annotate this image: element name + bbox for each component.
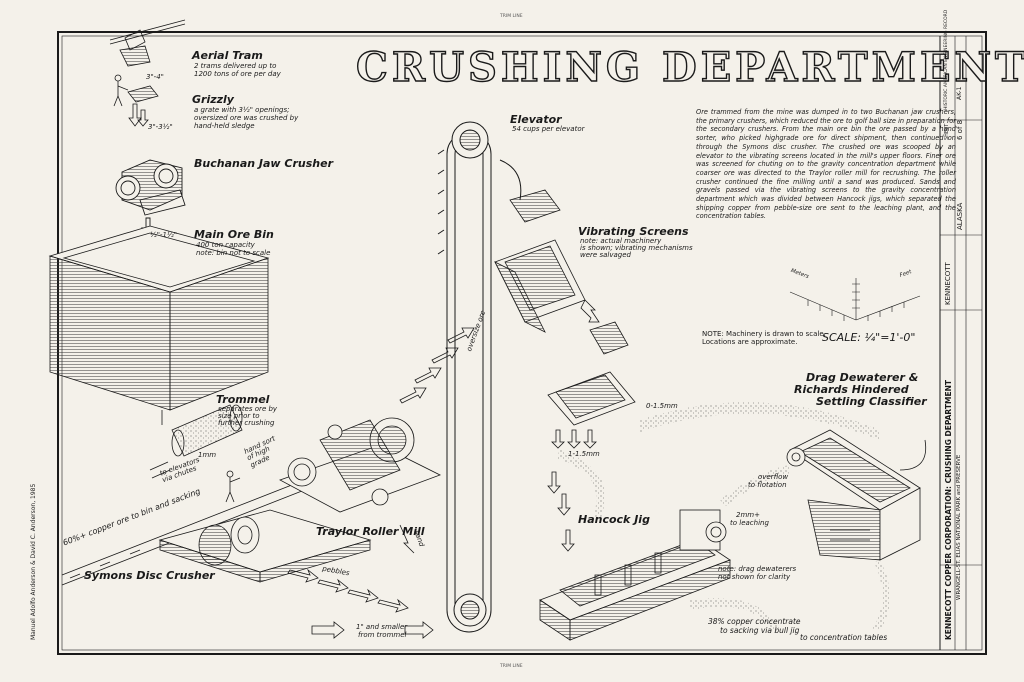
vibrating-desc-3: were salvaged xyxy=(580,251,631,259)
traylor-mill-illustration xyxy=(279,417,442,513)
dim-1-1mm: 1-1.5mm xyxy=(568,450,600,458)
label-hancock: Hancock Jig xyxy=(578,513,650,526)
overflow-1: overflow xyxy=(758,473,789,481)
trommel-desc-2: size prior to xyxy=(218,412,260,420)
vibrating-desc-1: note: actual machinery xyxy=(580,237,662,245)
title-block-sheet-label: SHEET xyxy=(944,123,950,140)
vibrating-screen-lower xyxy=(547,299,636,426)
delineators: Manuel Adolfo Anderson & David C. Anders… xyxy=(30,483,37,640)
label-symons: Symons Disc Crusher xyxy=(84,569,215,582)
title-block-survey-no: AK-1 xyxy=(956,86,963,100)
dim-3-3half: 3"-3½" xyxy=(148,123,173,131)
one-inch-label: 1" and smaller xyxy=(356,623,408,631)
label-aerial-tram: Aerial Tram xyxy=(192,49,263,62)
description-paragraph: Ore trammed from the mine was dumped in … xyxy=(696,108,956,221)
label-drag-3: Settling Classifier xyxy=(816,395,927,408)
label-grizzly: Grizzly xyxy=(192,93,234,106)
stipple-flows xyxy=(556,402,890,632)
concentrate-1: 38% copper concentrate xyxy=(708,617,801,626)
trim-line-top: TRIM LINE xyxy=(500,14,523,19)
title-block-sheet: 6 of 8 xyxy=(956,119,964,140)
two-mm-1: 2mm+ xyxy=(736,511,760,519)
label-vibrating: Vibrating Screens xyxy=(578,225,689,238)
dim-1mm: 1mm xyxy=(198,451,217,459)
label-trommel: Trommel xyxy=(216,393,270,406)
oversize-arrows xyxy=(399,327,475,404)
aerial-tram-desc-2: 1200 tons of ore per day xyxy=(194,70,281,78)
label-drag-2: Richards Hindered xyxy=(794,383,909,396)
elevator-desc: 54 cups per elevator xyxy=(512,125,585,133)
concentrate-2: to sacking via bull jig xyxy=(720,626,800,635)
title-block-place: KENNECOTT xyxy=(944,262,952,305)
grizzly-desc-3: hand-held sledge xyxy=(194,122,255,130)
symons-crusher-illustration xyxy=(158,509,372,583)
title-block-survey: HISTORIC AMERICAN ENGINEERING RECORD xyxy=(944,9,949,110)
hand-sorter-figure xyxy=(225,470,241,503)
trommel-illustration xyxy=(149,404,243,479)
dim-half: ½"-1½" xyxy=(150,231,177,239)
elevator-illustration xyxy=(437,121,522,633)
title-block-state: ALASKA xyxy=(956,202,964,230)
machinery-note-2: Locations are approximate. xyxy=(702,338,798,346)
flow-arrows-top xyxy=(128,103,149,127)
aerial-tram-illustration xyxy=(109,19,186,107)
main-ore-bin-illustration xyxy=(48,225,270,425)
vibrating-screen-upper xyxy=(494,189,586,333)
pebble-flow-arrows xyxy=(287,524,434,639)
grizzly-desc-2: oversized ore was crushed by xyxy=(194,114,299,122)
machinery-note-1: NOTE: Machinery is drawn to scale. xyxy=(702,330,826,338)
label-elevator: Elevator xyxy=(510,113,562,126)
fines-flow-arrows xyxy=(547,429,597,552)
label-drag-1: Drag Dewaterer & xyxy=(806,371,919,384)
drag-note-2: not shown for clarity xyxy=(718,573,791,581)
two-mm-2: to leaching xyxy=(730,519,769,527)
overflow-2: to flotation xyxy=(748,481,787,489)
from-trommel-label: from trommel xyxy=(358,631,407,639)
scale-triad xyxy=(789,278,921,321)
to-conc-tables: to concentration tables xyxy=(800,633,888,642)
label-traylor: Traylor Roller Mill xyxy=(316,525,425,538)
trommel-desc-3: further crushing xyxy=(218,419,275,427)
hancock-jig-illustration xyxy=(539,509,731,641)
title-block-main: KENNECOTT COPPER CORPORATION: CRUSHING D… xyxy=(944,380,953,640)
ore-bin-desc-2: note: bin not to scale xyxy=(196,249,271,257)
grizzly-desc-1: a grate with 3½" openings; xyxy=(194,106,290,114)
buchanan-crusher-illustration xyxy=(115,159,186,236)
ore-bin-desc-1: 400 ton capacity xyxy=(196,241,255,249)
drag-classifier-illustration xyxy=(786,429,927,561)
trommel-desc-1: separates ore by xyxy=(218,405,278,413)
dim-0-1mm: 0-1.5mm xyxy=(646,402,678,410)
scale-label: SCALE: ¼"=1'-0" xyxy=(822,331,916,344)
dim-3-4: 3"-4" xyxy=(146,73,164,81)
drag-note-1: note: drag dewaterers xyxy=(718,565,797,573)
vibrating-desc-2: is shown; vibrating mechanisms xyxy=(580,244,693,252)
page-title: CRUSHING DEPARTMENT xyxy=(355,43,1024,91)
label-buchanan: Buchanan Jaw Crusher xyxy=(194,157,334,170)
aerial-tram-desc-1: 2 trams delivered up to xyxy=(194,62,277,70)
trim-line-bottom: TRIM LINE xyxy=(500,664,523,669)
title-block-location: WRANGELL-ST. ELIAS NATIONAL PARK and PRE… xyxy=(956,454,962,600)
label-main-ore-bin: Main Ore Bin xyxy=(194,228,274,241)
